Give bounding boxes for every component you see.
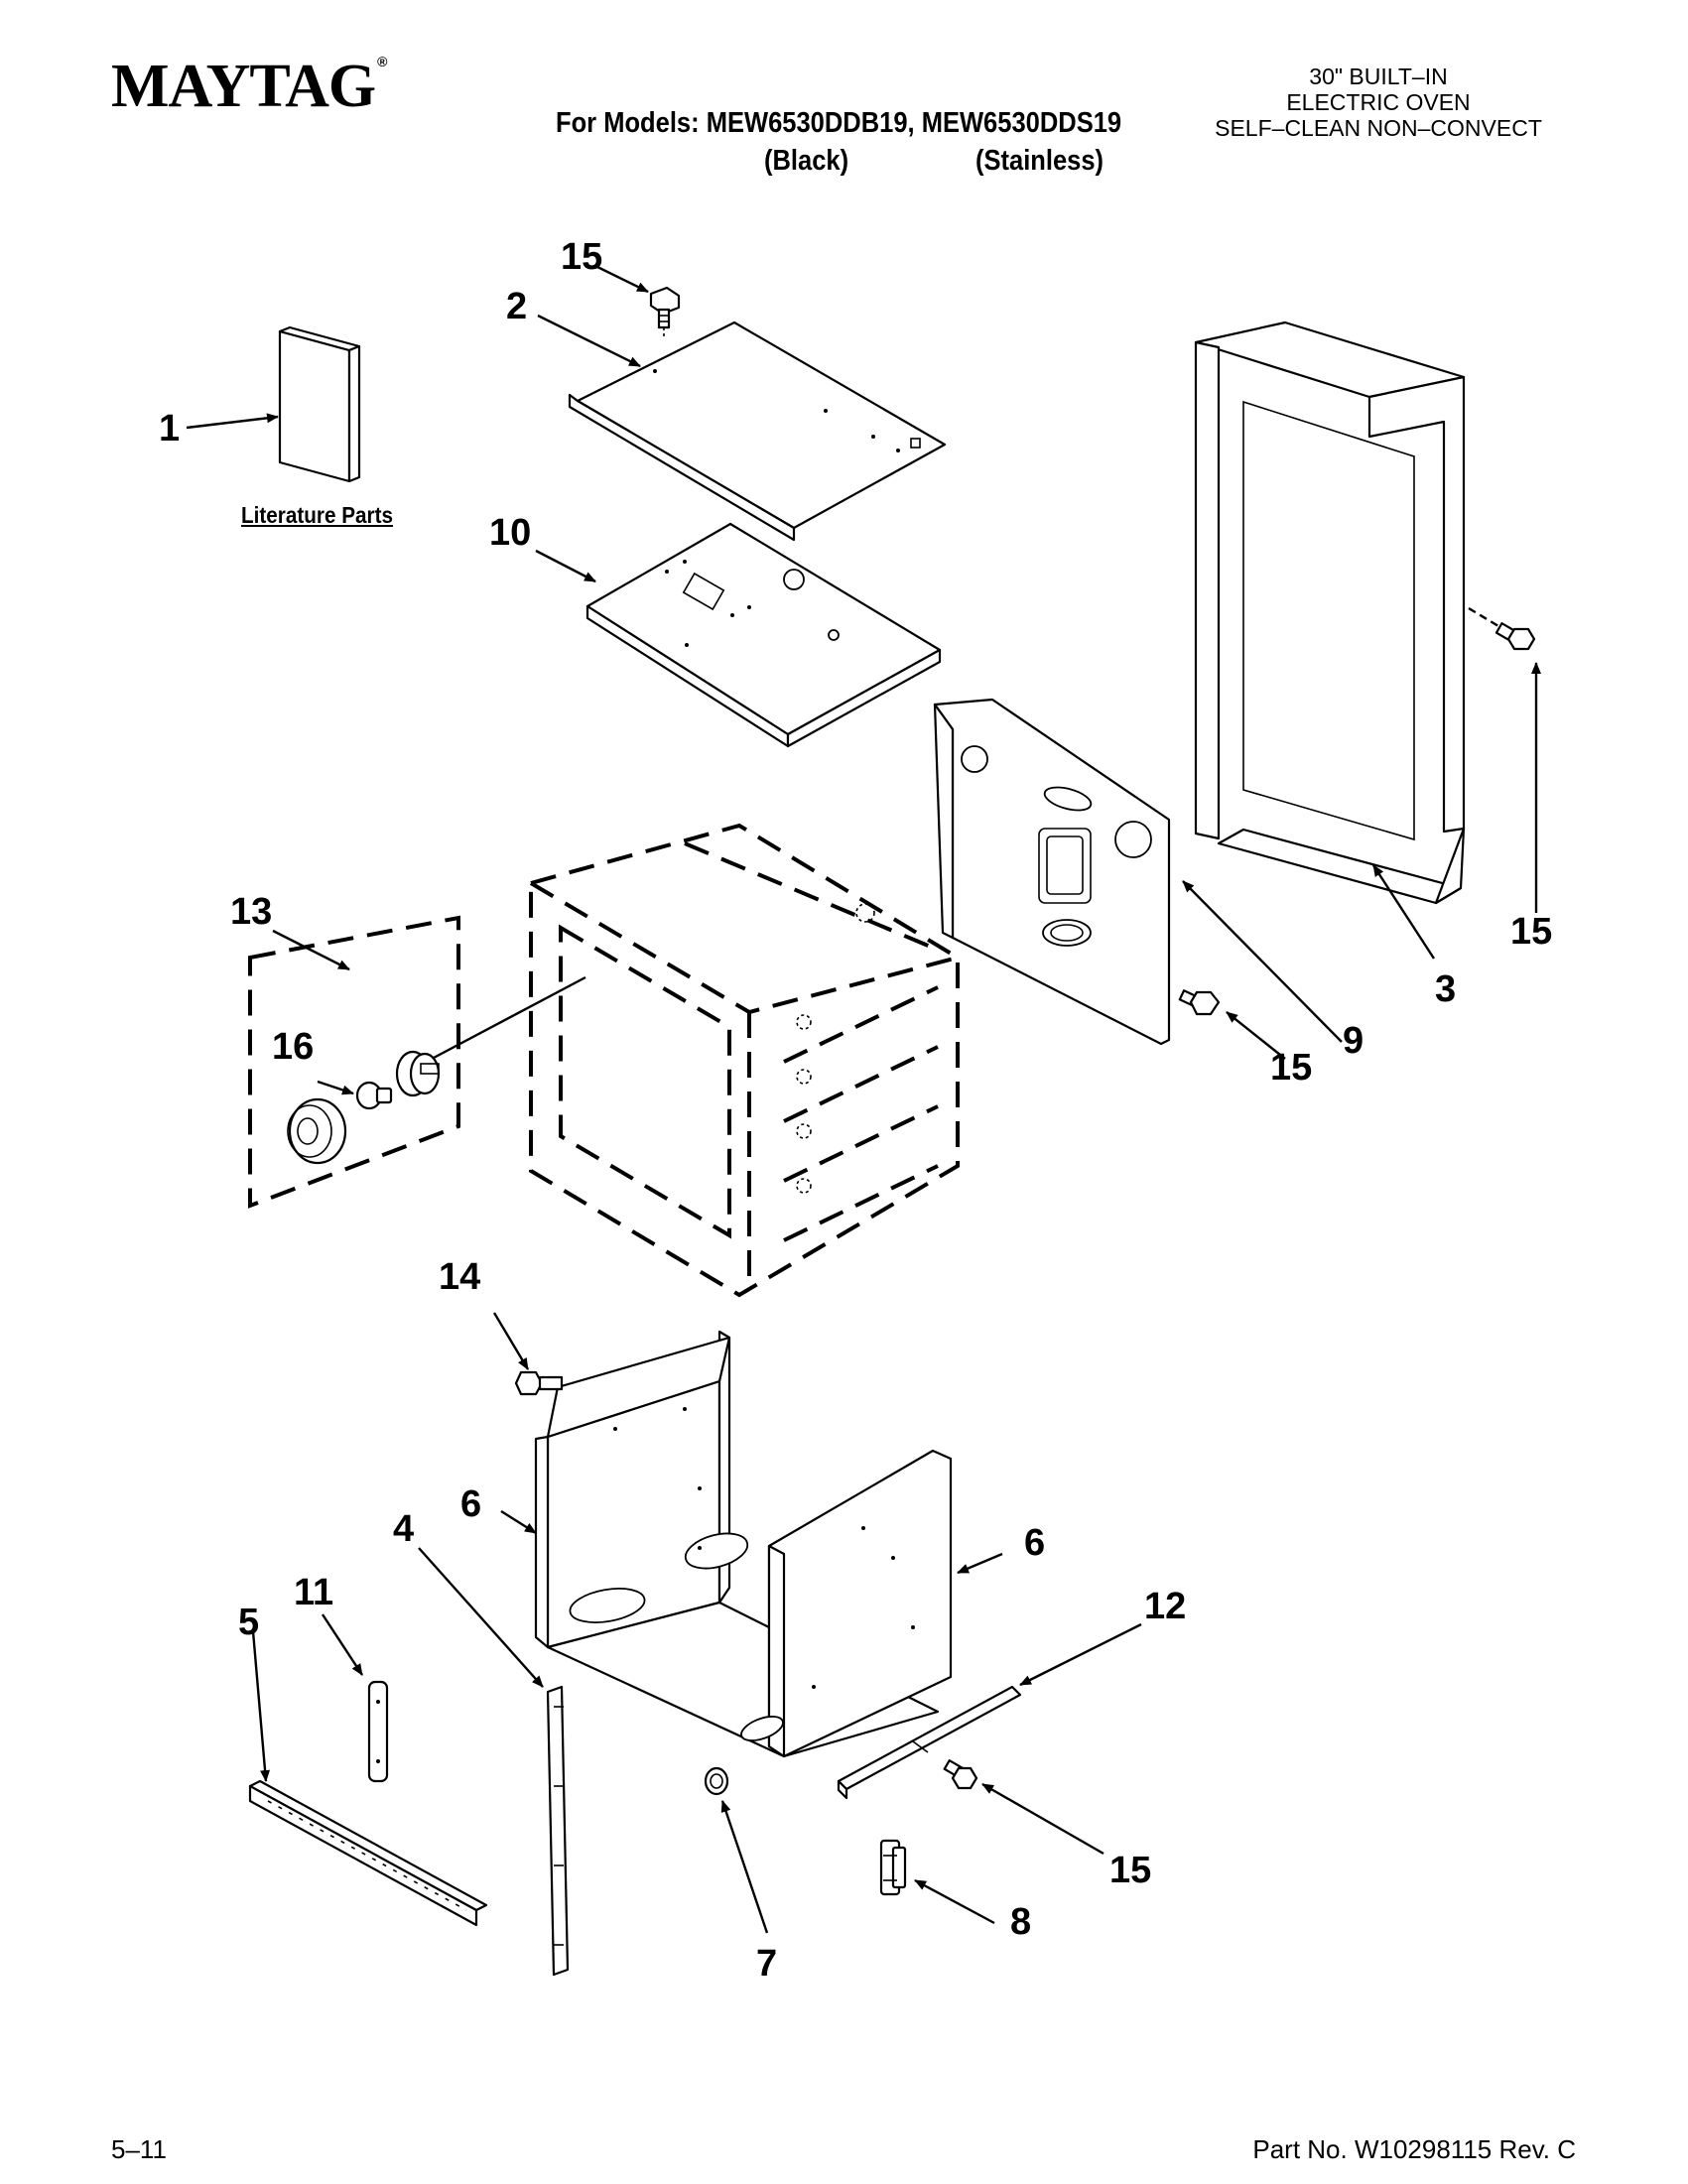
oven-cavity-dashed: [529, 823, 960, 1298]
callout-13: 13: [230, 891, 273, 933]
leader-8: [914, 1878, 995, 1925]
light-lens-cover: [287, 1097, 347, 1165]
leader-12: [1019, 1622, 1142, 1687]
vertical-trim-strip: [546, 1685, 570, 1977]
callout-4: 4: [393, 1508, 415, 1550]
light-assembly-outline: [248, 915, 460, 1209]
callout-6-left: 6: [460, 1483, 482, 1525]
callout-15-top: 15: [561, 236, 603, 278]
leader-14: [492, 1312, 530, 1370]
leader-15-rear-panel: [1226, 1011, 1286, 1060]
bottom-frame: [534, 1330, 953, 1758]
screw-rail: [943, 1759, 978, 1790]
leader-2: [537, 314, 641, 368]
callout-12: 12: [1144, 1586, 1187, 1627]
callout-15-rail: 15: [1109, 1850, 1152, 1891]
brand-name: MAYTAG: [111, 53, 376, 120]
light-assembly-guide: [416, 975, 586, 1069]
leader-11: [321, 1613, 364, 1676]
horizontal-trim-strip: [248, 1779, 488, 1927]
light-socket: [395, 1050, 441, 1097]
callout-16: 16: [272, 1026, 315, 1068]
oven-description: 30" BUILT–IN ELECTRIC OVEN SELF–CLEAN NO…: [1190, 64, 1567, 141]
callout-6-right: 6: [1024, 1522, 1046, 1564]
part-number: Part No. W10298115 Rev. C: [1252, 2134, 1576, 2164]
leader-16: [317, 1080, 354, 1095]
rear-shroud: [1194, 321, 1466, 905]
leader-15-top: [594, 264, 649, 294]
oven-description-line-2: ELECTRIC OVEN: [1286, 89, 1471, 115]
leader-4: [418, 1547, 544, 1688]
leader-13: [272, 929, 350, 971]
leader-6-right: [957, 1552, 1003, 1575]
variant-stainless: (Stainless): [975, 145, 1104, 177]
models-line: For Models: MEW6530DDB19, MEW6530DDS19: [556, 107, 1122, 139]
callout-11: 11: [294, 1572, 334, 1613]
callout-3: 3: [1435, 968, 1457, 1010]
latch-clip: [879, 1839, 907, 1896]
screw-bottom-frame: [514, 1370, 564, 1396]
leader-10: [535, 549, 596, 583]
callout-2: 2: [506, 286, 528, 327]
callout-9: 9: [1343, 1020, 1364, 1062]
leader-5: [251, 1630, 271, 1782]
grommet: [704, 1766, 729, 1796]
literature-parts-label: Literature Parts: [241, 502, 394, 528]
rail: [837, 1685, 1022, 1800]
leader-7: [720, 1800, 769, 1934]
callout-8: 8: [1010, 1901, 1032, 1943]
callout-14: 14: [439, 1256, 481, 1298]
screw-guide-3: [1468, 606, 1504, 631]
top-panel: [568, 321, 947, 542]
callout-5: 5: [238, 1602, 260, 1643]
light-bulb: [355, 1081, 393, 1110]
screw-top: [649, 286, 681, 339]
oven-description-line-3: SELF–CLEAN NON–CONVECT: [1215, 115, 1542, 141]
callout-10: 10: [489, 512, 532, 554]
screw-rear-panel: [1178, 989, 1221, 1016]
leader-15-rail: [981, 1782, 1104, 1856]
oven-description-line-1: 30" BUILT–IN: [1309, 64, 1448, 89]
registered-mark: ®: [377, 54, 387, 69]
callout-7: 7: [756, 1943, 778, 1985]
screw-rear: [1494, 622, 1536, 651]
brand-logo: MAYTAG®: [111, 52, 388, 122]
leader-6-left: [500, 1509, 537, 1535]
callout-15-rear: 15: [1510, 911, 1553, 953]
callout-15-rear-panel: 15: [1270, 1047, 1313, 1089]
page-number: 5–11: [111, 2134, 167, 2164]
small-bracket: [367, 1680, 389, 1783]
leader-3: [1371, 864, 1436, 960]
leader-1: [186, 413, 279, 430]
literature-book: [278, 325, 361, 483]
insulation-board: [585, 522, 942, 748]
rear-panel: [933, 698, 1171, 1046]
callout-1: 1: [159, 408, 181, 450]
leader-9: [1182, 880, 1343, 1043]
variant-black: (Black): [764, 145, 849, 177]
